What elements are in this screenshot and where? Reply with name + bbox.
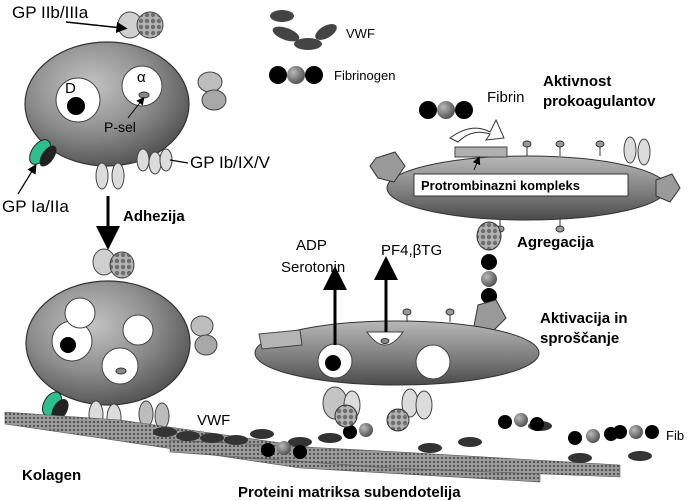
label-kolagen: Kolagen	[22, 467, 81, 484]
fibrinogen-legend-symbol	[269, 66, 323, 84]
prothrombinase-box	[413, 173, 629, 197]
label-aktivacija-1: Aktivacija in	[540, 310, 628, 327]
label-fib: Fib	[666, 428, 684, 443]
label-aktivnost-1: Aktivnost	[543, 73, 611, 90]
fibrinogen-chain	[261, 404, 659, 459]
label-aktivacija-2: sproščanje	[540, 330, 619, 347]
resting-platelet	[24, 11, 227, 190]
adherent-platelet	[25, 248, 218, 433]
fibrin-conversion-arrow	[449, 118, 505, 143]
vwf-chain	[153, 421, 652, 463]
label-gp-ib-ix-v: GP Ib/IX/V	[190, 153, 271, 172]
pointer-gp-iib-iiia	[65, 21, 128, 33]
label-agregacija: Agregacija	[517, 234, 594, 251]
label-proteini: Proteini matriksa subendotelija	[238, 484, 461, 500]
label-pf4: PF4,βTG	[381, 242, 442, 259]
pointer-gp-ib-ix-v	[169, 159, 189, 164]
label-gp-iib-iiia: GP IIb/IIIa	[12, 3, 89, 22]
label-p-sel: P-sel	[104, 119, 136, 135]
label-protrombinazni: Protrombinazni kompleks	[421, 178, 580, 193]
activated-platelet	[254, 308, 540, 420]
legend-vwf: VWF	[346, 26, 375, 41]
legend-fibrinogen: Fibrinogen	[334, 68, 395, 83]
label-aktivnost-2: prokoagulantov	[543, 93, 656, 110]
pointer-p-sel	[127, 96, 145, 119]
alpha-granule	[121, 65, 163, 107]
label-alpha: α	[137, 69, 146, 86]
label-adhezija: Adhezija	[123, 208, 185, 225]
label-fibrin: Fibrin	[487, 89, 525, 106]
fibrin-beads	[419, 101, 473, 119]
collagen-matrix	[4, 411, 621, 483]
vwf-legend-symbol	[270, 10, 337, 50]
procoagulant-platelet	[369, 136, 681, 233]
label-adp: ADP	[296, 237, 327, 254]
label-gp-ia-iia: GP Ia/IIa	[2, 197, 69, 216]
label-d: D	[65, 80, 76, 97]
label-serotonin: Serotonin	[281, 259, 345, 276]
pointer-gp-ia-iia	[17, 163, 37, 195]
aggregation-bridge	[473, 221, 507, 333]
gp-ia-iia-receptor	[29, 139, 57, 167]
label-vwf-lower: VWF	[197, 412, 230, 429]
